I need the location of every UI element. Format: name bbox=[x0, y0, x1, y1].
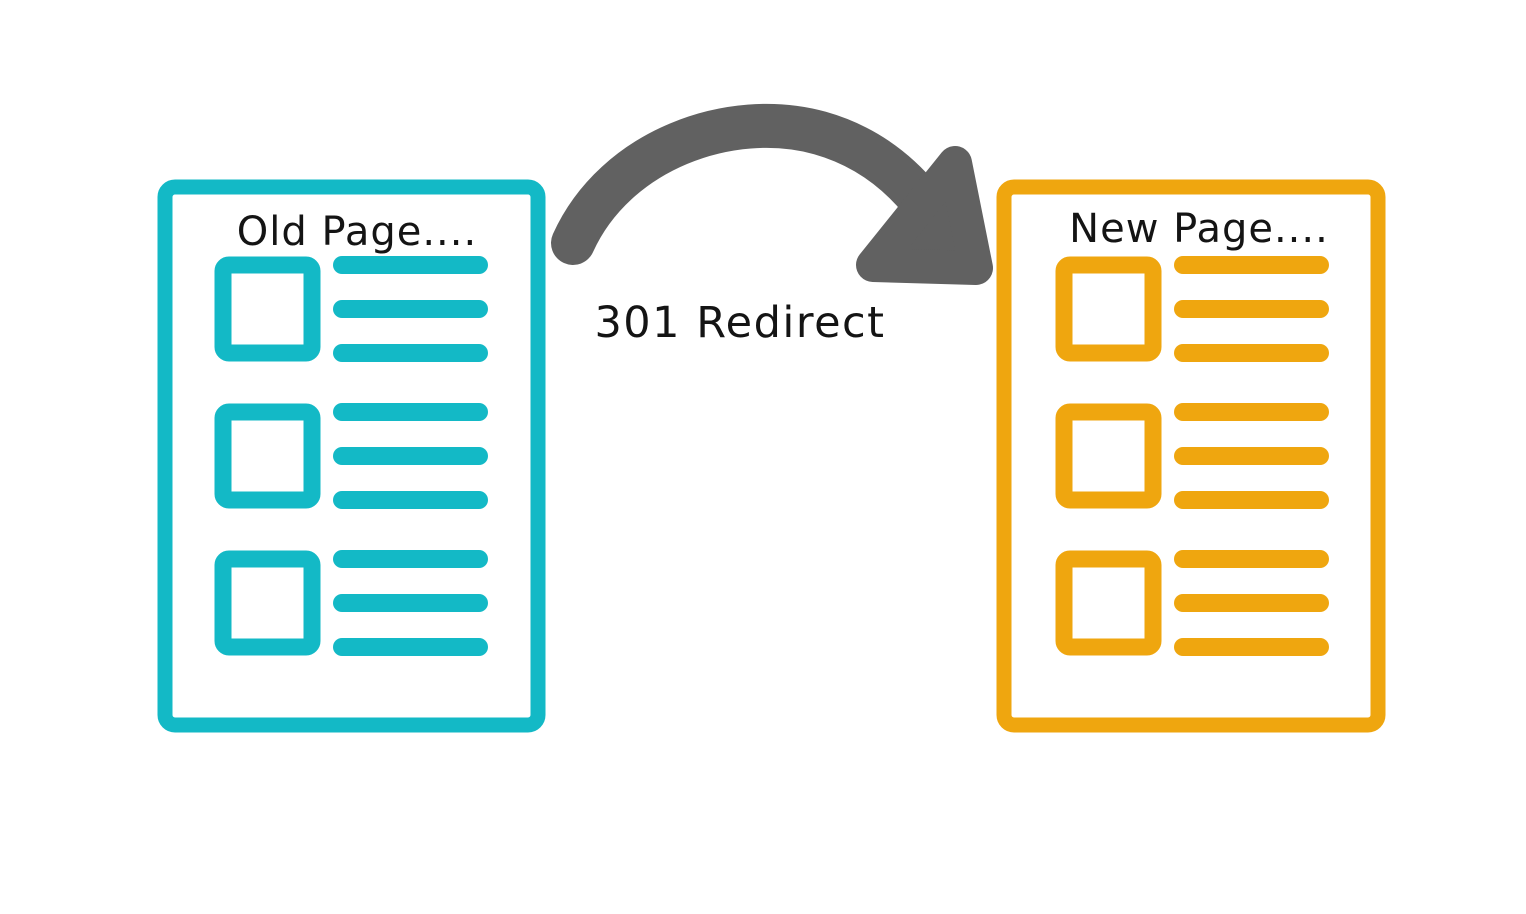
text-line bbox=[1174, 447, 1329, 465]
text-line bbox=[1174, 550, 1329, 568]
text-line bbox=[333, 550, 488, 568]
new-page-row-1 bbox=[1055, 256, 1329, 362]
text-line bbox=[333, 300, 488, 318]
connector-label: 301 Redirect bbox=[594, 298, 885, 348]
arrow-shaft bbox=[551, 104, 943, 265]
text-line bbox=[333, 491, 488, 509]
old-page-title: Old Page.... bbox=[237, 209, 477, 255]
new-page-title: New Page.... bbox=[1069, 206, 1329, 252]
square-placeholder-icon bbox=[214, 550, 321, 656]
text-line bbox=[333, 447, 488, 465]
text-line bbox=[1174, 300, 1329, 318]
square-placeholder-icon bbox=[214, 403, 321, 509]
text-line bbox=[1174, 256, 1329, 274]
text-line bbox=[1174, 638, 1329, 656]
square-placeholder-icon bbox=[214, 256, 321, 362]
square-placeholder-icon bbox=[1055, 403, 1162, 509]
text-line bbox=[1174, 491, 1329, 509]
text-line bbox=[333, 403, 488, 421]
text-line bbox=[333, 256, 488, 274]
square-placeholder-icon bbox=[1055, 550, 1162, 656]
arrow-head bbox=[856, 146, 993, 285]
text-line bbox=[333, 344, 488, 362]
old-page-row-3 bbox=[214, 550, 488, 656]
new-page-row-2 bbox=[1055, 403, 1329, 509]
curved-arrow-right-icon bbox=[551, 104, 993, 285]
old-page-row-2 bbox=[214, 403, 488, 509]
square-placeholder-icon bbox=[1055, 256, 1162, 362]
text-line bbox=[1174, 403, 1329, 421]
text-line bbox=[333, 638, 488, 656]
old-page-card[interactable]: Old Page.... bbox=[157, 179, 546, 733]
old-page-row-1 bbox=[214, 256, 488, 362]
new-page-row-3 bbox=[1055, 550, 1329, 656]
text-line bbox=[1174, 594, 1329, 612]
new-page-card[interactable]: New Page.... bbox=[996, 179, 1386, 733]
text-line bbox=[1174, 344, 1329, 362]
text-line bbox=[333, 594, 488, 612]
